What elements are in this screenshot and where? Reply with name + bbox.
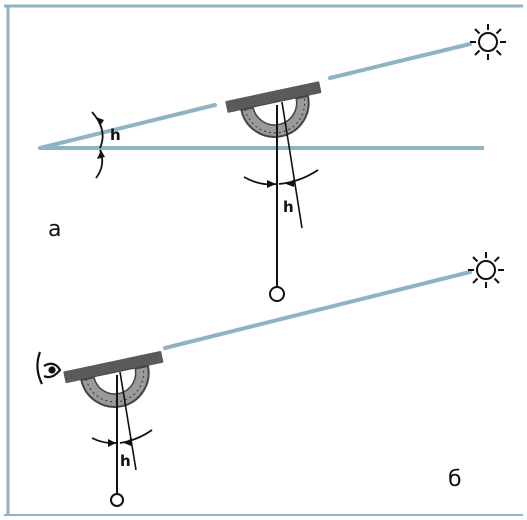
panel-a: h h а	[38, 24, 506, 302]
protractor-icon	[225, 81, 322, 138]
vertical-reference-b	[119, 371, 137, 471]
eye-icon	[36, 351, 62, 385]
sight-line-b	[163, 270, 472, 350]
frame-border	[4, 4, 523, 516]
panel-label-b: б	[448, 467, 462, 492]
vertical-reference-a	[281, 101, 303, 229]
panel-label-a: а	[48, 217, 61, 242]
angle-arc-b	[91, 429, 153, 447]
sight-line-a	[38, 42, 472, 150]
protractor-icon	[63, 350, 164, 408]
angle-arc-a2	[243, 169, 319, 188]
angle-arc-a	[91, 111, 105, 179]
plumb-bob-icon	[269, 286, 285, 302]
angle-label-a2: h	[283, 198, 294, 216]
sun-icon	[470, 24, 506, 60]
angle-label-b: h	[120, 452, 131, 470]
plumb-bob-icon	[110, 493, 124, 507]
angle-label-a: h	[110, 126, 121, 144]
sun-icon	[468, 252, 504, 288]
panel-b: h б	[36, 252, 504, 507]
